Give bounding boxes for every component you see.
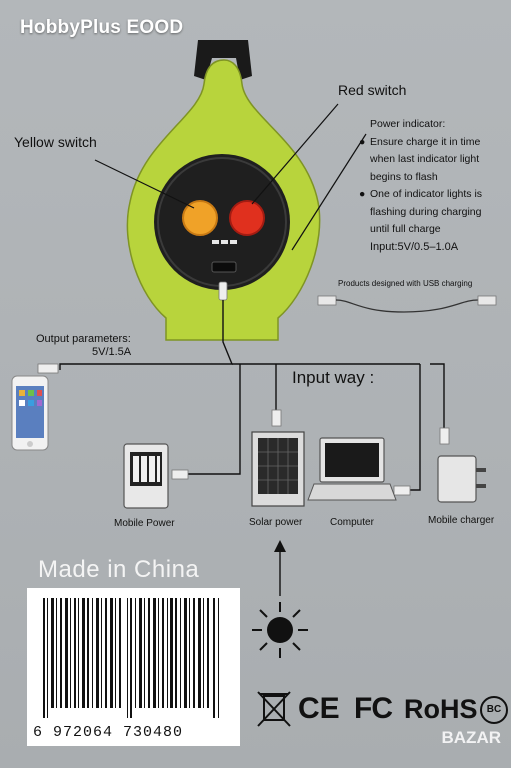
seller-label: HobbyPlus EOOD [20,17,184,38]
output-label: Output parameters: [36,333,131,345]
indicator-light [221,240,228,244]
laptop-icon [307,437,397,501]
indicator-light [212,240,219,244]
indicator-note-line: One of indicator lights is [370,188,483,200]
computer-label: Computer [330,517,374,528]
yellow-switch-label: Yellow switch [14,134,97,150]
power-bank-icon [123,443,169,509]
solar-power-label: Solar power [249,517,303,528]
usb-plug-icon [218,281,228,301]
usb-plug-icon [171,469,189,480]
input-way-label: Input way : [292,368,375,387]
input-spec: Input:5V/0.5–1.0A [370,240,459,253]
usb-port [211,261,237,273]
bullet-icon: ● [359,188,366,200]
device-face [154,154,290,290]
usb-plug-icon [271,409,282,427]
usb-plug-icon [439,427,450,445]
usb-cable-icon [317,295,497,313]
rohs-mark: RoHS [404,694,478,724]
usb-plug-icon [393,485,411,496]
mobile-charger-label: Mobile charger [428,515,495,526]
red-switch [229,200,265,236]
indicator-note-line: Ensure charge it in time [370,135,481,148]
indicator-note-line: begins to flash [370,170,438,183]
watermark: BAZAR [441,728,502,747]
barcode-digits: 6 972064 730480 [33,724,184,741]
sun-icon [252,602,308,658]
usb-products-label: Products designed with USB charging [338,279,473,288]
arrow-up-icon [274,540,286,552]
output-value: 5V/1.5A [92,346,132,358]
weee-bin-icon [257,691,291,727]
ce-mark: CE [298,692,340,725]
power-indicator-block: Power indicator: ● Ensure charge it in t… [359,116,510,256]
solar-panel-icon [251,431,305,507]
smartphone-icon [11,375,49,451]
usb-plug-icon [37,363,59,374]
indicator-note-line: when last indicator light [370,153,480,165]
yellow-switch [182,200,218,236]
barcode-bars-icon [43,598,219,718]
mobile-power-label: Mobile Power [114,518,175,529]
wall-charger-icon [437,455,486,503]
bullet-icon: ● [359,135,366,148]
indicator-light [230,240,237,244]
indicator-note-line: until full charge [370,223,441,235]
indicator-note-line: flashing during charging [370,205,482,218]
power-indicator-title: Power indicator: [370,118,446,130]
made-in-label: Made in China [38,556,200,583]
fcc-mark: FC [354,692,393,725]
bc-mark: BC [480,696,508,724]
red-switch-label: Red switch [338,82,407,98]
barcode [27,588,240,746]
